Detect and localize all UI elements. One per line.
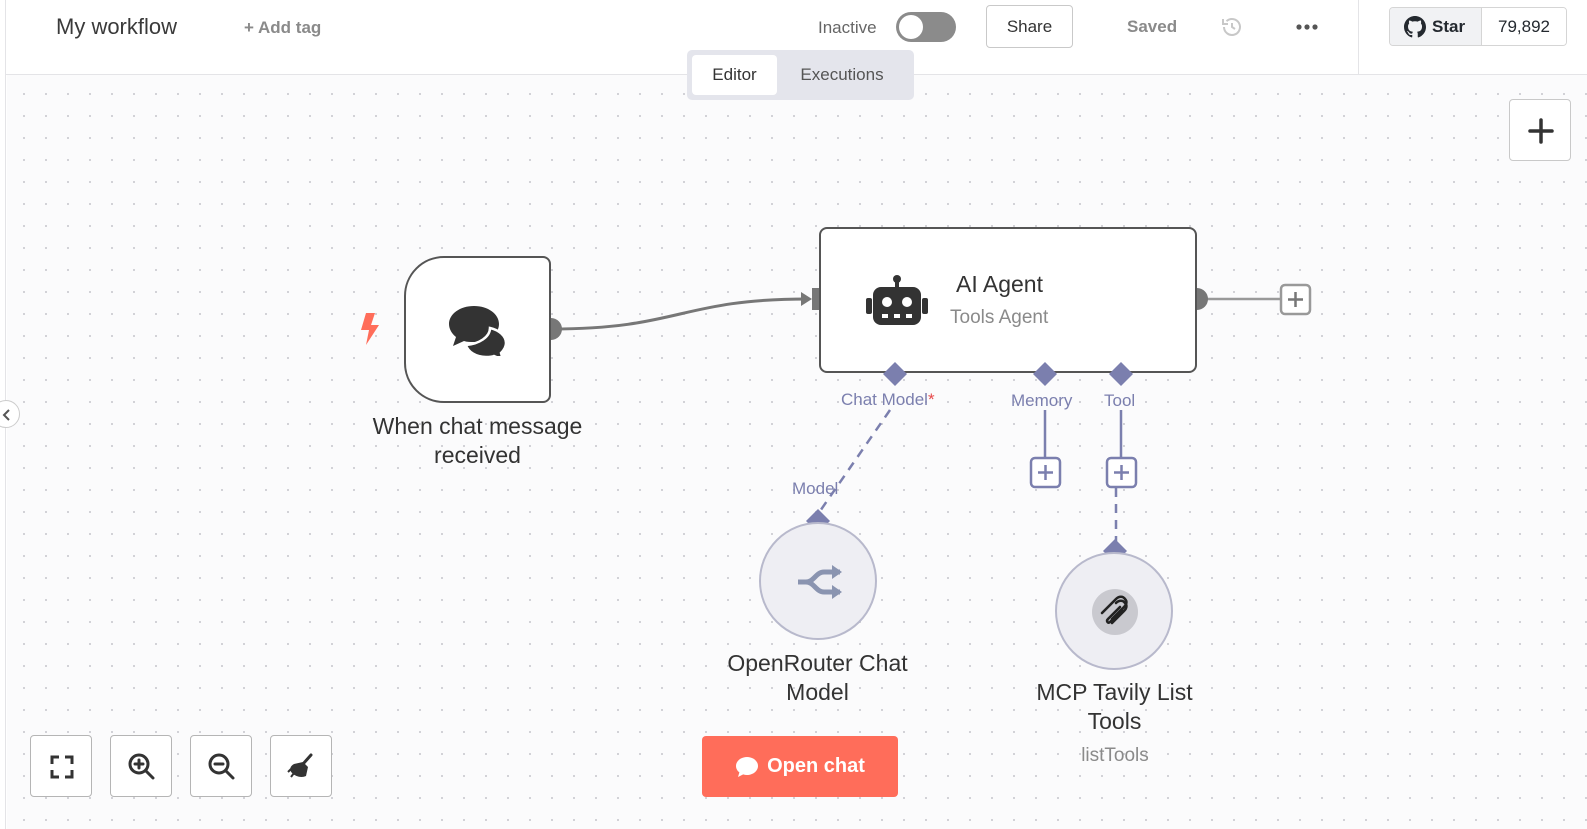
zoom-in-icon bbox=[128, 753, 155, 780]
github-star-widget[interactable]: Star 79,892 bbox=[1389, 7, 1567, 46]
node-mcp-tavily[interactable] bbox=[1055, 552, 1173, 670]
model-connector-label: Model bbox=[792, 479, 839, 498]
zoom-out-icon bbox=[208, 753, 235, 780]
github-star-button[interactable]: Star bbox=[1390, 8, 1482, 45]
add-tag-button[interactable]: + Add tag bbox=[244, 18, 322, 37]
openrouter-icon bbox=[798, 565, 842, 599]
open-chat-button[interactable]: Open chat bbox=[702, 736, 898, 797]
fit-view-button[interactable] bbox=[30, 735, 92, 797]
chat-model-connector-label: Chat Model* bbox=[841, 390, 935, 410]
required-mark: * bbox=[927, 390, 935, 409]
agent-input-handle bbox=[812, 288, 822, 310]
workflow-canvas[interactable] bbox=[7, 75, 1587, 829]
plus-icon bbox=[1528, 118, 1554, 144]
trigger-bolt-icon bbox=[361, 313, 379, 345]
tool-connector-label: Tool bbox=[1104, 391, 1136, 410]
mcp-label-line2: Tools bbox=[1087, 708, 1142, 734]
agent-title: AI Agent bbox=[956, 271, 1043, 297]
view-tabs: Editor Executions bbox=[687, 50, 914, 100]
mcp-subtitle: listTools bbox=[1081, 745, 1149, 766]
node-ai-agent[interactable]: AI Agent Tools Agent bbox=[819, 227, 1197, 373]
fullscreen-icon bbox=[50, 755, 74, 779]
history-icon[interactable] bbox=[1220, 15, 1244, 39]
broom-icon bbox=[287, 753, 313, 778]
memory-connector-label: Memory bbox=[1011, 391, 1073, 410]
edge-trigger-to-agent bbox=[551, 297, 809, 331]
tab-editor[interactable]: Editor bbox=[692, 55, 777, 95]
model-label-line1: OpenRouter Chat bbox=[727, 650, 908, 676]
github-icon bbox=[1404, 15, 1426, 37]
status-label: Inactive bbox=[818, 18, 877, 37]
mcp-icon bbox=[1092, 589, 1138, 635]
workflow-name[interactable]: My workflow bbox=[56, 14, 178, 39]
more-options-icon[interactable] bbox=[1294, 14, 1320, 40]
model-label: OpenRouter Chat Model bbox=[690, 649, 945, 707]
model-label-line2: Model bbox=[786, 679, 849, 705]
agent-add-output-button bbox=[1279, 283, 1312, 316]
robot-icon bbox=[866, 275, 928, 325]
chat-bubble-icon bbox=[736, 756, 759, 777]
open-chat-label: Open chat bbox=[767, 755, 865, 777]
active-toggle[interactable] bbox=[896, 12, 956, 42]
saved-indicator: Saved bbox=[1127, 17, 1178, 36]
edge-chatmodel-to-model bbox=[816, 409, 892, 515]
chat-bubbles-icon bbox=[449, 306, 508, 356]
edge-arrowhead bbox=[801, 292, 812, 306]
mcp-label: MCP Tavily List Tools bbox=[992, 678, 1237, 736]
trigger-label-line2: received bbox=[434, 442, 521, 468]
tool-add-button bbox=[1105, 456, 1138, 489]
mcp-label-line1: MCP Tavily List bbox=[1036, 679, 1193, 705]
tidy-up-button[interactable] bbox=[270, 735, 332, 797]
trigger-label-line1: When chat message bbox=[372, 413, 583, 439]
chat-model-label-text: Chat Model bbox=[841, 390, 928, 409]
toggle-knob bbox=[899, 15, 923, 39]
zoom-in-button[interactable] bbox=[110, 735, 172, 797]
sidebar-collapse-toggle[interactable] bbox=[0, 400, 20, 428]
header-divider bbox=[1358, 0, 1359, 74]
trigger-label: When chat message received bbox=[355, 412, 600, 470]
github-star-label: Star bbox=[1432, 16, 1466, 36]
chevron-left-icon bbox=[2, 409, 10, 421]
add-node-button[interactable] bbox=[1509, 99, 1571, 161]
github-star-count[interactable]: 79,892 bbox=[1482, 8, 1566, 45]
zoom-out-button[interactable] bbox=[190, 735, 252, 797]
node-chat-trigger[interactable] bbox=[404, 256, 551, 403]
tab-executions[interactable]: Executions bbox=[800, 65, 884, 84]
node-openrouter-model[interactable] bbox=[759, 522, 877, 640]
share-button[interactable]: Share bbox=[986, 5, 1073, 48]
memory-add-button bbox=[1029, 456, 1062, 489]
agent-subtitle: Tools Agent bbox=[950, 307, 1049, 328]
